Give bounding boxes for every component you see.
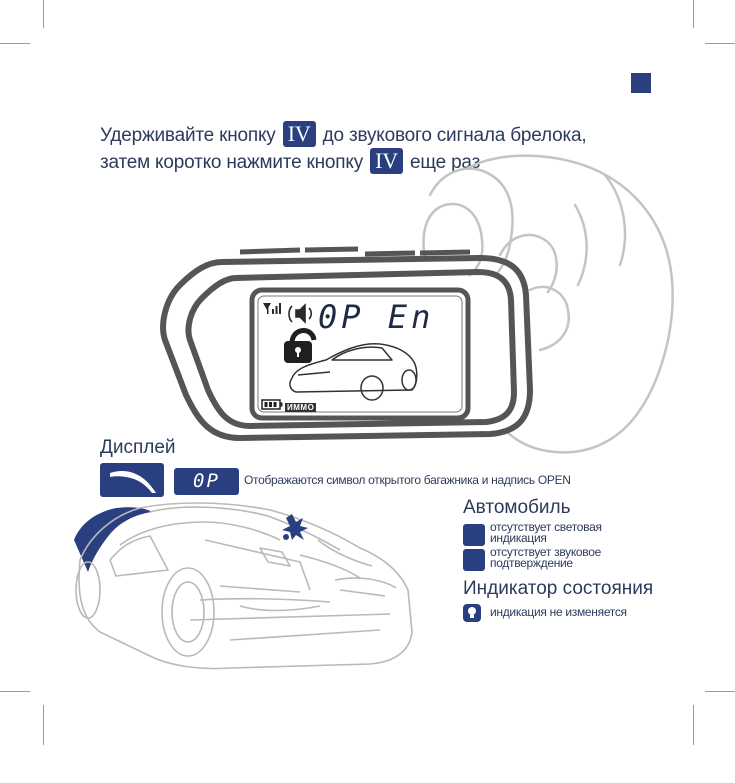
instruction-text-part: еще раз [410,152,481,173]
display-section-title: Дисплей [100,437,176,458]
car-item-1-line-2: индикация [490,531,547,545]
fob-shell [160,246,533,441]
instruction-text-part: затем коротко нажмите кнопку [100,152,364,173]
lcd-screen [257,295,463,413]
status-section-title: Индикатор состояния [463,578,654,599]
section-marker [631,73,651,93]
crop-mark [43,0,44,28]
crop-mark [0,43,30,44]
alert-dot [283,534,289,540]
lcd-immo-badge: ИММО [285,403,317,412]
lcd-car-icon [289,343,418,401]
crop-mark [705,691,735,692]
lcd-open-text: 0P En [318,298,435,336]
car-item-2-line-1: отсутствует звуковое [490,545,601,559]
instruction-text: Удерживайте кнопку IV до звукового сигна… [100,120,620,176]
car-body [75,502,413,670]
battery-icon [261,399,283,410]
trunk-highlight [74,507,152,572]
signal-bars-icon [263,303,281,314]
no-light-indicator-icon [463,524,485,546]
crop-mark [705,43,735,44]
crop-mark [0,691,30,692]
instruction-text-part: до звукового сигнала брелока, [322,125,587,146]
lightbulb-icon [463,604,481,622]
crop-mark [693,705,694,745]
car-item-2: отсутствует звуковое подтверждение [490,545,601,570]
speaker-icon [288,303,313,324]
crop-mark [693,0,694,28]
display-caption: Отображаются символ открытого багажника … [244,473,571,487]
trunk-open-symbol-box [100,463,164,497]
open-padlock-icon [284,328,317,363]
open-trunk-icon [110,471,156,493]
lcd-frame [249,287,471,421]
alert-burst-icon [282,514,308,540]
car-item-1-line-1: отсутствует световая [490,520,602,534]
car-item-1: отсутствует световая индикация [490,520,602,545]
instruction-text-part: Удерживайте кнопку [100,125,276,146]
instruction-line-1: Удерживайте кнопку IV до звукового сигна… [100,120,620,149]
instruction-line-2: затем коротко нажмите кнопку IV еще раз [100,147,620,176]
crop-mark [43,705,44,745]
car-item-2-line-2: подтверждение [490,556,573,570]
status-item: индикация не изменяется [490,605,627,619]
no-sound-indicator-icon [463,549,485,571]
car-section-title: Автомобиль [463,497,571,518]
key-iv-badge: IV [370,147,403,174]
key-iv-badge: IV [282,120,316,147]
